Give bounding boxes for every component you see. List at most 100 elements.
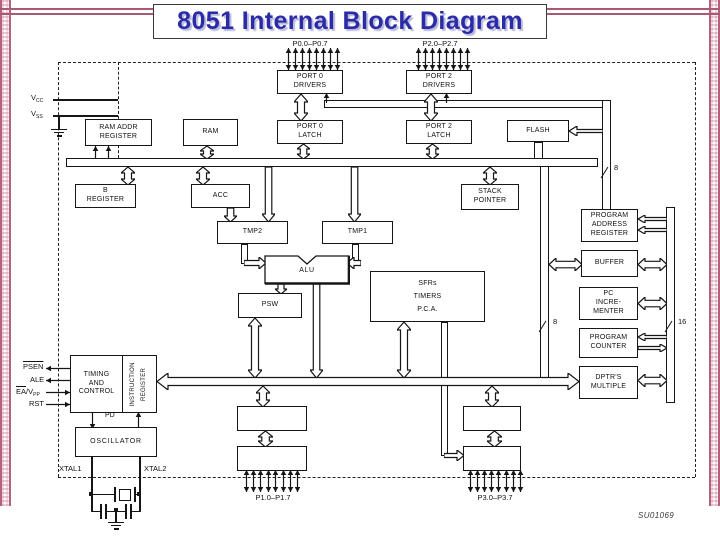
block-arrow [485, 386, 499, 407]
xtal2-pin-label: XTAL2 [144, 464, 167, 473]
pin-arrow [517, 470, 524, 492]
pin-arrow [450, 48, 456, 70]
program-bus-16bit [666, 207, 675, 403]
pin-arrow [272, 470, 279, 492]
port1-drivers-block [237, 446, 307, 471]
pin-arrow [467, 470, 473, 492]
port1-latch-block [237, 406, 307, 431]
block-arrow [297, 144, 310, 159]
pin-arrow [320, 48, 326, 70]
pin-arrow [250, 470, 257, 492]
xtal1-pin-label: XTAL1 [59, 464, 82, 473]
block-arrow [549, 258, 582, 271]
wire [115, 511, 117, 522]
pin-arrow [280, 470, 286, 492]
instruction-register-block: INSTRUCTION REGISTER [122, 356, 156, 412]
bus-width-8-label: 8 [553, 317, 558, 326]
pin-arrow [422, 48, 428, 70]
pin-arrow [474, 470, 480, 492]
pin-arrow [495, 470, 502, 492]
junction-dot [136, 492, 141, 496]
port2-latch-block: PORT 2 LATCH [406, 120, 472, 144]
address-bus-horizontal [324, 100, 611, 108]
block-arrow [258, 431, 273, 447]
wire [91, 457, 93, 495]
block-arrow [638, 297, 667, 310]
port3-drivers-block [463, 446, 521, 471]
wire [53, 99, 118, 101]
pin-arrow [294, 470, 301, 492]
ram-block: RAM [183, 119, 238, 146]
wire [139, 457, 141, 495]
wire [57, 135, 62, 137]
pin-arrow [243, 470, 249, 492]
timing-control-label-area: TIMING AND CONTROL [78, 370, 115, 396]
oscillator-block: OSCILLATOR [75, 427, 157, 457]
pin-arrow [488, 470, 495, 492]
block-arrow [275, 284, 287, 294]
bus-width-16-label: 16 [678, 317, 687, 326]
port2-pins-label: P2.0–P2.7 [422, 39, 458, 48]
pin-arrow [481, 470, 488, 492]
pin-arrow [92, 146, 98, 159]
pin-arrow [299, 48, 305, 70]
pin-arrow [313, 48, 319, 70]
wire [51, 128, 67, 130]
timing-and-control-block: TIMING AND CONTROL INSTRUCTION REGISTER [70, 355, 157, 413]
pin-arrow [46, 389, 70, 395]
pin-arrow [257, 470, 264, 492]
port3-latch-block [463, 406, 521, 431]
program-counter-block: PROGRAM COUNTER [579, 328, 638, 358]
ea-vpp-pin-label: EA/VPP [16, 386, 40, 398]
block-arrow [424, 94, 438, 121]
wire [111, 525, 121, 527]
wire [139, 494, 141, 512]
internal-bus-upper [66, 158, 598, 167]
block-arrow [483, 167, 497, 185]
block-arrow [638, 344, 667, 352]
alu-block: ALU [264, 255, 351, 285]
block-arrow [638, 333, 667, 341]
port2-drivers-block: PORT 2 DRIVERS [406, 70, 472, 94]
dptr-multiple-block: DPTR'S MULTIPLE [579, 366, 638, 399]
block-arrow [262, 167, 275, 222]
wire [114, 528, 119, 530]
block-arrow [244, 257, 266, 269]
block-arrow [444, 450, 464, 461]
address-bus-vertical-8bit [602, 100, 611, 211]
slide-title-box: 8051 Internal Block Diagram [153, 4, 547, 39]
program-address-register-block: PROGRAM ADDRESS REGISTER [581, 209, 638, 242]
pin-arrow [429, 48, 435, 70]
block-arrow [638, 258, 667, 271]
wire [114, 487, 116, 502]
pin-arrow [46, 401, 70, 407]
pin-arrow [436, 48, 442, 70]
vertical-bus-8bit [540, 166, 549, 378]
wire [53, 115, 118, 117]
pin-arrow [46, 377, 70, 383]
flash-block: FLASH [507, 120, 569, 142]
block-arrow [638, 215, 667, 223]
pin-arrow [334, 48, 340, 70]
right-border-pattern [709, 0, 720, 506]
block-arrow [248, 318, 262, 378]
pin-arrow [285, 48, 291, 70]
block-arrow [638, 226, 667, 234]
wire [125, 504, 127, 519]
wire [134, 487, 136, 502]
psen-pin-label: PSEN [23, 362, 44, 371]
block-arrow [569, 126, 603, 136]
block-arrow [397, 322, 411, 378]
wire [92, 510, 102, 512]
port1-pins-label: P1.0–P1.7 [255, 493, 291, 502]
alu-shape [264, 255, 351, 285]
crystal-symbol [119, 489, 131, 501]
acc-block: ACC [191, 184, 250, 208]
block-arrow [426, 144, 439, 159]
tmp2-block: TMP2 [217, 221, 288, 244]
block-arrow [294, 94, 308, 121]
block-arrow [157, 373, 579, 390]
flash-output-bus [534, 142, 543, 159]
pd-signal-label: PD [105, 412, 115, 419]
